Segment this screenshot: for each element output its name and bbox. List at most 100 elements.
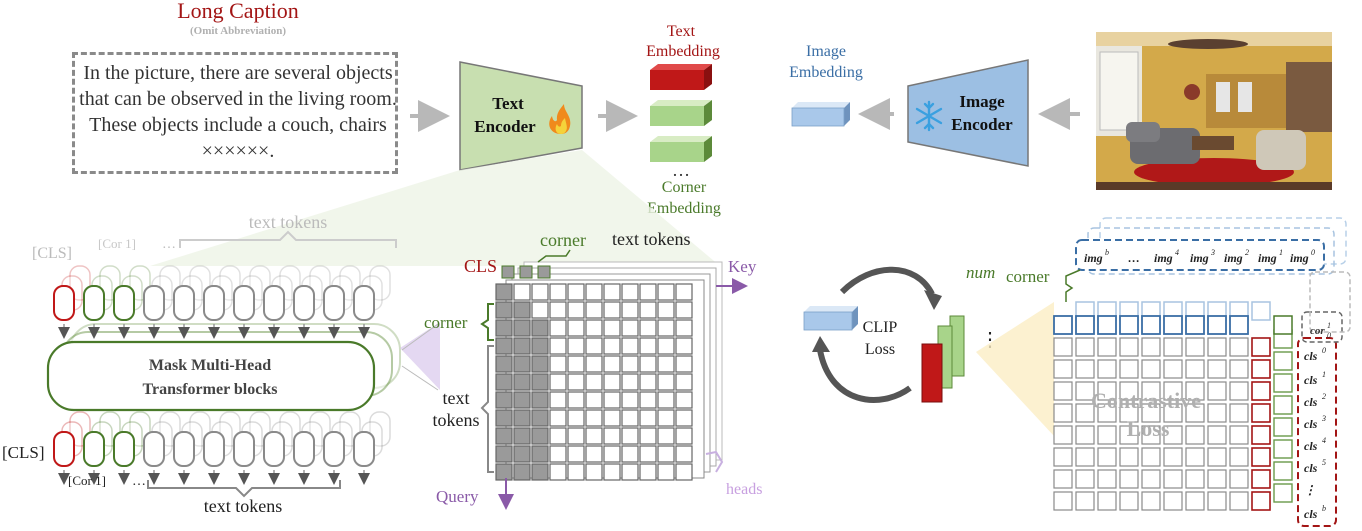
img-column-header xyxy=(1053,315,1073,335)
attention-corner-label-left: corner xyxy=(424,313,468,332)
long-caption-title: Long Caption xyxy=(177,0,299,23)
attention-cell xyxy=(531,391,549,409)
attention-cell xyxy=(621,319,639,337)
corner-token xyxy=(113,431,135,467)
attention-cell xyxy=(567,391,585,409)
attention-cell xyxy=(675,463,693,481)
text-token xyxy=(203,431,225,467)
attention-cell xyxy=(567,373,585,391)
attention-cell xyxy=(603,283,621,301)
attention-cell xyxy=(495,373,513,391)
attention-cell xyxy=(585,337,603,355)
attention-query-label: Query xyxy=(436,487,479,506)
transformer-block xyxy=(46,340,376,412)
attention-cell xyxy=(657,301,675,319)
image-encoder-block xyxy=(907,59,1029,167)
attention-cell xyxy=(639,463,657,481)
attention-cell xyxy=(657,337,675,355)
image-embedding-label-2: Embedding xyxy=(789,64,863,81)
attention-cell xyxy=(585,391,603,409)
svg-text:3: 3 xyxy=(1321,414,1326,423)
cls-label: cls xyxy=(1304,507,1318,521)
attention-cell xyxy=(495,319,513,337)
attention-cell xyxy=(675,283,693,301)
text-token xyxy=(173,431,195,467)
img-column-header xyxy=(1163,315,1183,335)
attention-cell xyxy=(531,355,549,373)
text-token xyxy=(353,431,375,467)
text-tokens-brace-bottom xyxy=(147,480,341,498)
long-caption-subtitle: (Omit Abbreviation) xyxy=(190,25,286,37)
text-token xyxy=(293,285,315,321)
img-column-header xyxy=(1141,315,1161,335)
svg-text:3: 3 xyxy=(1210,248,1215,257)
svg-text:0: 0 xyxy=(1327,331,1331,340)
text-token xyxy=(353,285,375,321)
attention-cell xyxy=(495,463,513,481)
attention-cell xyxy=(603,391,621,409)
attention-cell xyxy=(603,445,621,463)
attention-zoom-shade xyxy=(400,322,440,390)
cls-label: ⋮ xyxy=(1304,483,1316,497)
text-token xyxy=(143,431,165,467)
text-token xyxy=(293,431,315,467)
text-token xyxy=(323,285,345,321)
attention-cell xyxy=(531,427,549,445)
attention-text-label-left-2: tokens xyxy=(433,410,480,430)
contrastive-loss-label-2: Loss xyxy=(1127,416,1170,441)
attention-cell xyxy=(585,319,603,337)
attention-cell xyxy=(585,427,603,445)
svg-text:corner: corner xyxy=(1006,267,1050,286)
attention-cell xyxy=(675,409,693,427)
attention-cell xyxy=(639,373,657,391)
attention-cell xyxy=(603,319,621,337)
svg-text:b: b xyxy=(1322,504,1326,513)
attention-cell xyxy=(621,409,639,427)
attention-cell xyxy=(657,445,675,463)
dots-label-top: … xyxy=(162,237,176,252)
top-token-row xyxy=(53,265,391,339)
attention-cell xyxy=(621,445,639,463)
text-embedding-label-2: Embedding xyxy=(646,43,720,60)
cls-label: cls xyxy=(1304,373,1318,387)
attention-cell xyxy=(513,427,531,445)
attention-cell xyxy=(495,409,513,427)
attention-cell xyxy=(603,337,621,355)
attention-cell xyxy=(495,337,513,355)
transformer-stack xyxy=(46,323,401,412)
img-column-header xyxy=(1229,315,1249,335)
corner-token xyxy=(113,285,135,321)
cor-label: cor 0 1 xyxy=(1310,321,1331,340)
attention-cell xyxy=(567,283,585,301)
img-column-header xyxy=(1207,315,1227,335)
attention-cell xyxy=(567,319,585,337)
img-column-header xyxy=(1119,315,1139,335)
attention-key-label: Key xyxy=(728,257,757,276)
attention-cell xyxy=(549,427,567,445)
attention-cell xyxy=(585,445,603,463)
cls-label-box xyxy=(1297,337,1337,527)
attention-heads-label: heads xyxy=(726,481,762,498)
attention-cell xyxy=(621,355,639,373)
attention-cell xyxy=(513,391,531,409)
attention-cell xyxy=(495,427,513,445)
svg-text:1: 1 xyxy=(1322,370,1326,379)
attention-cell xyxy=(495,355,513,373)
num-corner-label: num corner xyxy=(966,263,1050,286)
text-encoder-label-2: Encoder xyxy=(474,117,536,136)
attention-cell xyxy=(675,445,693,463)
attention-cell xyxy=(549,373,567,391)
attention-cell xyxy=(549,337,567,355)
attention-cell xyxy=(549,301,567,319)
attention-cell xyxy=(513,337,531,355)
contrastive-loss-label-1: Contrastive xyxy=(1091,388,1201,413)
img-label: img xyxy=(1154,251,1173,265)
attention-cell xyxy=(639,301,657,319)
cls-label: cls xyxy=(1304,349,1318,363)
svg-text:1: 1 xyxy=(1327,321,1331,330)
attention-cell xyxy=(513,301,531,319)
corner-token xyxy=(83,431,105,467)
cls-label: cls xyxy=(1304,395,1318,409)
text-token xyxy=(143,285,165,321)
